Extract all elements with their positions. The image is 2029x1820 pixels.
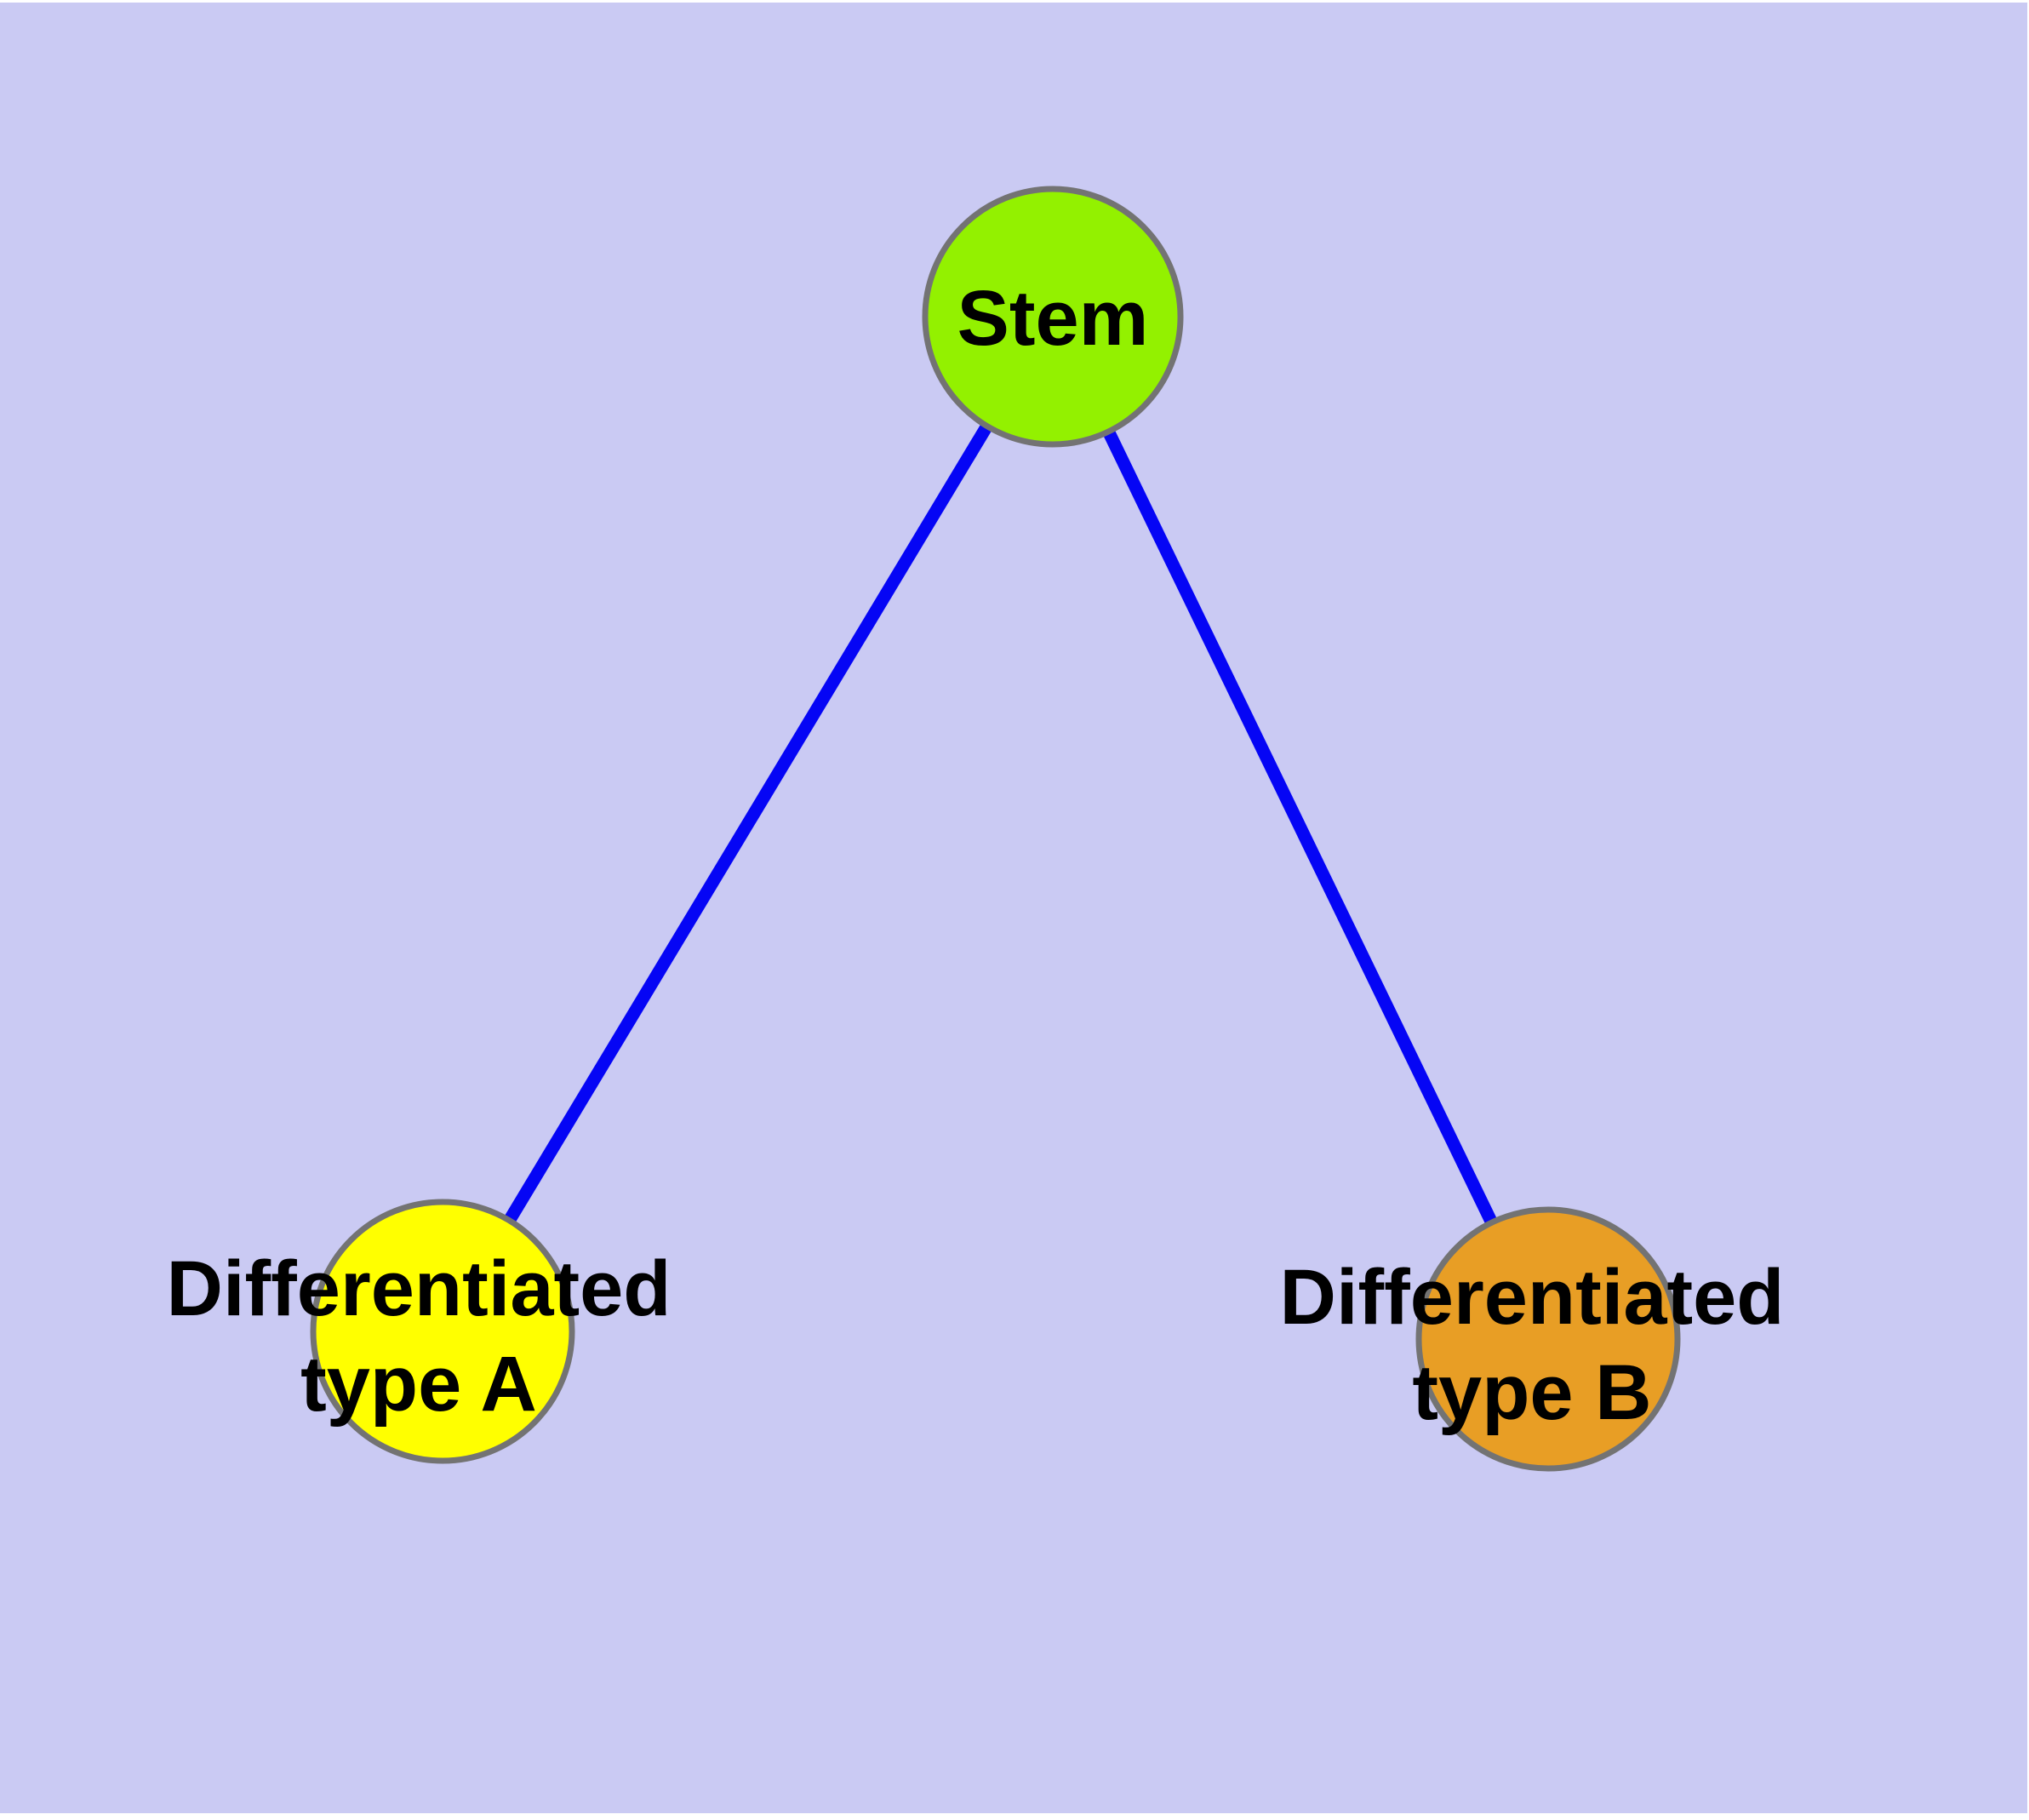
node-label-stem: Stem — [957, 271, 1149, 366]
node-type-a-circle — [310, 1199, 575, 1464]
node-label-type-b: Differentiated type B — [1280, 1250, 1785, 1440]
node-label-type-a-line1: Differentiated — [166, 1245, 672, 1332]
edge-stem-to-type-a — [437, 313, 1059, 1335]
node-label-stem-text: Stem — [957, 275, 1149, 362]
edge-stem-to-type-b — [1047, 313, 1554, 1342]
node-label-type-b-line1: Differentiated — [1279, 1254, 1785, 1341]
node-label-type-a-line2: type A — [300, 1341, 537, 1428]
node-label-type-a: Differentiated type A — [167, 1241, 672, 1432]
node-stem-circle — [922, 186, 1184, 448]
node-type-b-circle — [1415, 1206, 1681, 1472]
node-label-type-b-line2: type B — [1412, 1349, 1652, 1436]
